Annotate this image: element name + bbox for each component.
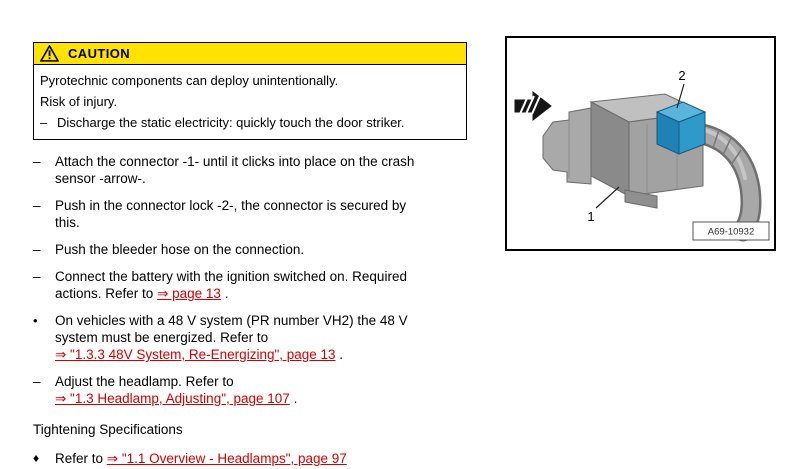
item-content: Attach the connector -1- until it clicks… [55,153,503,187]
item-text: . [289,391,298,406]
item-text: Refer to [55,451,107,466]
caution-line: – Discharge the static electricity: quic… [40,112,460,133]
figure-box: 2 1 A69-10932 [505,36,776,251]
warning-triangle-icon [40,45,59,62]
leader-line-2 [676,83,685,109]
item-text: Push in the connector lock -2-, the conn… [55,198,407,213]
direction-arrow-icon [514,90,552,122]
item-text: sensor -arrow-. [55,171,146,186]
item-text: Adjust the headlamp. Refer to [55,374,234,389]
cross-reference-link[interactable]: ⇒ "1.3 Headlamp, Adjusting", page 107 [55,391,290,406]
diamond-bullet: ♦ [33,451,40,465]
list-item: ♦ Refer to ⇒ "1.1 Overview - Headlamps",… [33,450,503,467]
item-text: Push the bleeder hose on the connection. [55,242,305,257]
mounting-bracket [542,107,592,185]
section-heading: Tightening Specifications [33,422,183,437]
list-item: • On vehicles with a 48 V system (PR num… [33,312,503,363]
item-text: system must be energized. Refer to [55,330,269,345]
item-text: . [335,347,344,362]
item-text: . [220,286,229,301]
crash-sensor-connector-illustration: 2 1 A69-10932 [514,68,770,242]
list-item: – Push the bleeder hose on the connectio… [33,241,503,258]
caution-box: CAUTION Pyrotechnic components can deplo… [33,42,467,140]
item-text: actions. Refer to [55,286,158,301]
dash-bullet: – [33,269,41,284]
dash-bullet: – [33,374,41,389]
instruction-list: – Attach the connector -1- until it clic… [33,153,503,469]
item-content: Connect the battery with the ignition sw… [55,268,503,302]
callout-1: 1 [587,209,594,224]
caution-line: Pyrotechnic components can deploy uninte… [40,73,339,88]
leader-line-1 [595,186,620,209]
caution-title: CAUTION [68,46,131,61]
caution-line-text: Discharge the static electricity: quickl… [57,115,405,130]
item-text: this. [55,215,80,230]
item-content: Push the bleeder hose on the connection. [55,241,503,258]
item-text: Connect the battery with the ignition sw… [55,269,407,284]
list-item: – Attach the connector -1- until it clic… [33,153,503,187]
list-item: – Connect the battery with the ignition … [33,268,503,302]
cross-reference-link[interactable]: ⇒ "1.3.3 48V System, Re-Energizing", pag… [55,347,336,362]
cross-reference-link[interactable]: ⇒ "1.1 Overview - Headlamps", page 97 [106,451,347,466]
list-item: – Adjust the headlamp. Refer to ⇒ "1.3 H… [33,373,503,407]
callout-2: 2 [678,68,685,83]
dash-bullet: – [33,198,41,213]
dash-bullet: – [33,154,41,169]
item-text: On vehicles with a 48 V system (PR numbe… [55,313,408,328]
caution-header: CAUTION [34,43,466,65]
item-content: On vehicles with a 48 V system (PR numbe… [55,312,503,363]
list-item: – Push in the connector lock -2-, the co… [33,197,503,231]
caution-body: Pyrotechnic components can deploy uninte… [34,65,466,139]
connector-lock [655,101,707,155]
figure-id-box: A69-10932 [692,221,770,241]
item-content: Adjust the headlamp. Refer to ⇒ "1.3 Hea… [55,373,503,407]
cross-reference-link[interactable]: ⇒ page 13 [157,286,221,301]
item-content: Push in the connector lock -2-, the conn… [55,197,503,231]
dash-bullet: – [33,242,41,257]
figure-id: A69-10932 [708,227,754,238]
item-content: Refer to ⇒ "1.1 Overview - Headlamps", p… [55,450,503,467]
item-text: Attach the connector -1- until it clicks… [55,154,415,169]
dot-bullet: • [33,313,38,328]
dash-bullet: – [40,115,48,130]
caution-line: Risk of injury. [40,94,118,109]
